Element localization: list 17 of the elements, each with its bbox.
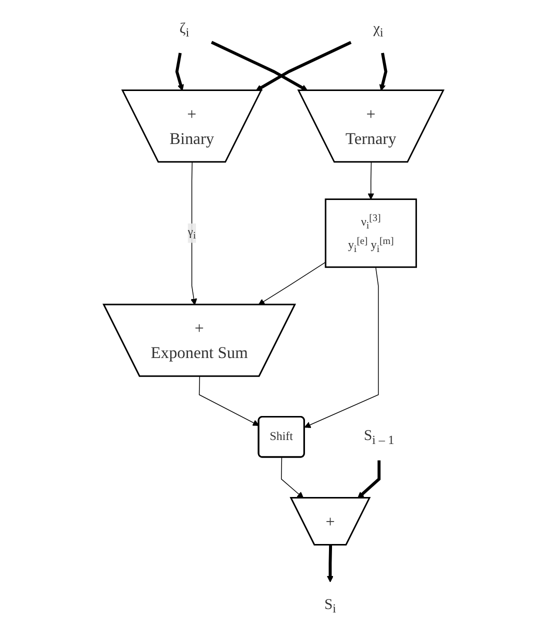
arrow [280,457,304,498]
arrow [368,162,374,200]
arrow [198,376,260,426]
node-text: S$_{i}$ [324,596,336,616]
arrow [210,40,308,91]
arrow [175,52,184,91]
arrow [304,266,379,428]
arrow [358,460,381,498]
node-text: ζ$_{i}$ [180,20,190,40]
arrow [256,41,352,91]
node-text: S$_{i – 1}$ [364,428,394,447]
arrow [326,545,334,582]
arrow [258,262,326,306]
arrow [379,52,388,91]
edge-label: γ$_{i}$ [188,226,196,241]
node-text: χ$_{i}$ [373,20,384,40]
arrow [190,162,198,306]
